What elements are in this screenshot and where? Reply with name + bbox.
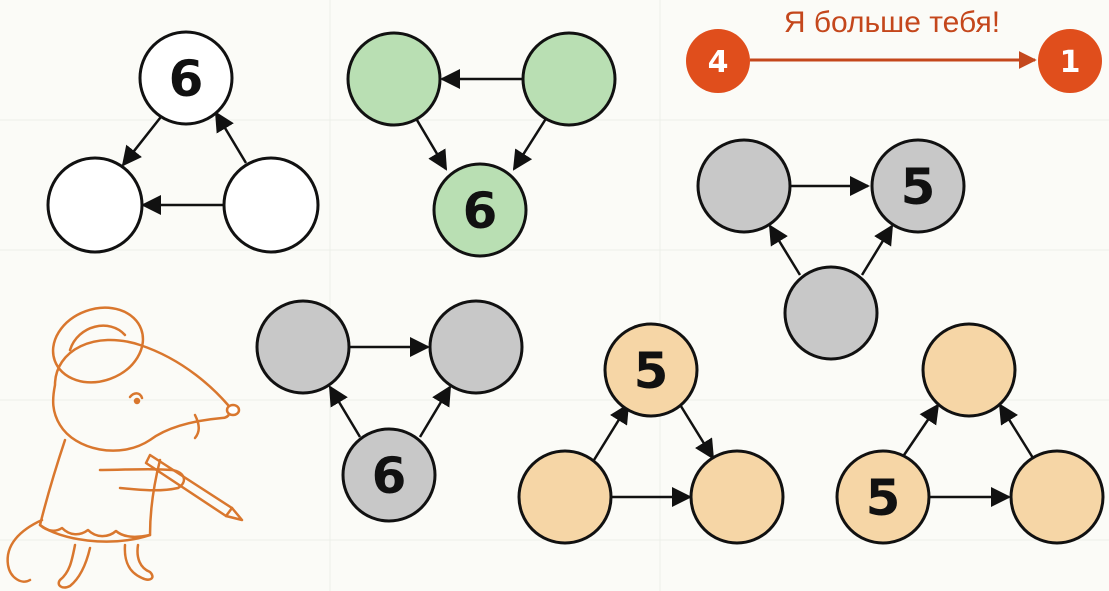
pencil [144, 453, 244, 522]
legend-left-badge [686, 29, 750, 93]
node-left [255, 299, 351, 395]
mouse-leg-right [123, 543, 154, 581]
puzzle-peach-triangle-left: 5 [517, 322, 785, 545]
node-right [689, 449, 785, 545]
node-right [428, 299, 524, 395]
mouse-eye [128, 392, 144, 400]
node-right [870, 138, 966, 234]
node-right [222, 156, 320, 254]
arrow [860, 224, 894, 276]
legend-left-number: 4 [708, 45, 729, 80]
puzzle-white-triangle: 6 [46, 30, 320, 254]
mouse-tail [6, 518, 44, 583]
node-bottom-number: 6 [463, 182, 498, 240]
node-right [521, 31, 617, 127]
arrow [418, 385, 452, 438]
node-left [696, 138, 792, 234]
mouse-nose [225, 403, 241, 417]
puzzle-peach-triangle-right: 5 [835, 322, 1105, 545]
node-top [138, 30, 234, 126]
node-right-number: 5 [901, 158, 936, 216]
arrow [412, 114, 448, 171]
puzzle-gray-triangle-right: 5 [696, 138, 966, 361]
arrow [512, 116, 549, 171]
puzzle-green-triangle: 6 [346, 31, 617, 258]
mouse-ear-inner [68, 324, 127, 352]
mouse-illustration [6, 306, 244, 589]
legend: 4 1 Я больше тебя! [686, 6, 1102, 93]
arrow [592, 403, 630, 461]
arrow [121, 112, 165, 167]
legend-caption: Я больше тебя! [784, 6, 1000, 39]
node-bottom [783, 265, 879, 361]
arrow [900, 403, 940, 459]
mouse-body [38, 438, 162, 543]
node-top-number: 5 [634, 342, 669, 400]
arrow [677, 402, 715, 460]
node-left [46, 156, 144, 254]
node-left [517, 449, 613, 545]
mouse-whisker [193, 413, 200, 440]
node-right [1009, 449, 1105, 545]
mouse-head [51, 338, 232, 452]
node-left [835, 449, 931, 545]
mouse-ear [51, 306, 145, 384]
mouse-dress-hem [38, 523, 152, 539]
node-left [346, 31, 442, 127]
arrow [214, 111, 248, 164]
node-top-number: 6 [169, 50, 204, 108]
node-top [921, 322, 1017, 418]
legend-right-number: 1 [1060, 45, 1081, 80]
puzzle-gray-triangle-left: 6 [255, 299, 524, 523]
node-bottom [432, 162, 528, 258]
node-left-number: 5 [866, 469, 901, 527]
node-bottom [341, 427, 437, 523]
node-top [603, 322, 699, 418]
node-bottom-number: 6 [372, 447, 407, 505]
arrow [998, 403, 1035, 459]
mouse-leg-left [57, 543, 92, 589]
legend-right-badge [1038, 29, 1102, 93]
arrow [768, 224, 802, 276]
arrow [328, 385, 362, 438]
